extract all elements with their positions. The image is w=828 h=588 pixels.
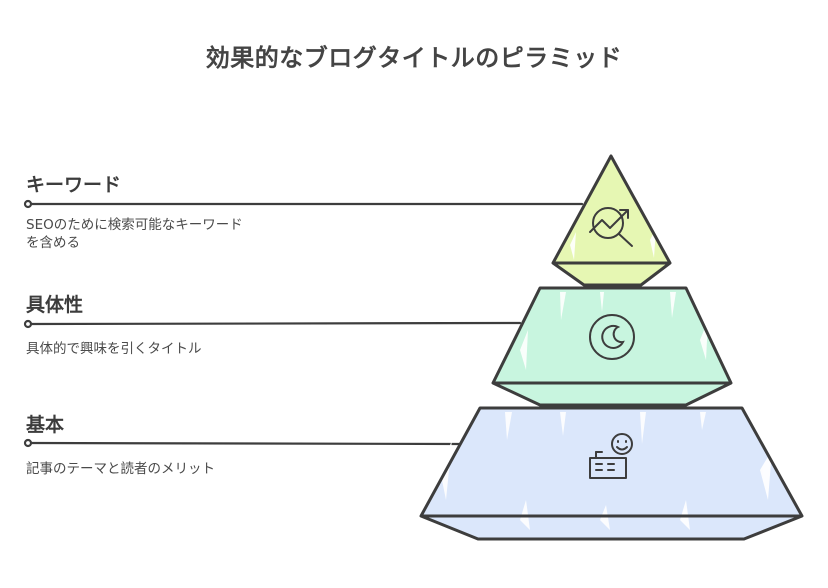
connector-line-specificity — [29, 321, 522, 326]
pyramid-tier-keyword — [551, 154, 672, 287]
reader-benefit-icon — [589, 433, 633, 479]
pyramid-tier-basics — [419, 406, 804, 541]
level-desc-keyword: SEOのために検索可能なキーワード を含める — [26, 216, 276, 252]
level-label-basics: 基本 — [26, 414, 65, 436]
level-label-specificity: 具体性 — [26, 294, 84, 316]
pyramid-tier-specificity — [491, 286, 733, 407]
level-desc-specificity: 具体的で興味を引くタイトル — [26, 341, 202, 357]
connector-line-basics — [29, 441, 462, 446]
level-label-keyword: キーワード — [26, 174, 122, 196]
level-desc-keyword-line2: を含める — [26, 235, 80, 251]
target-icon — [589, 314, 635, 360]
level-desc-keyword-line1: SEOのために検索可能なキーワード — [26, 217, 243, 233]
level-desc-basics: 記事のテーマと読者のメリット — [26, 461, 215, 477]
page-title: 効果的なブログタイトルのピラミッド — [205, 44, 623, 72]
trend-search-icon — [589, 207, 633, 247]
